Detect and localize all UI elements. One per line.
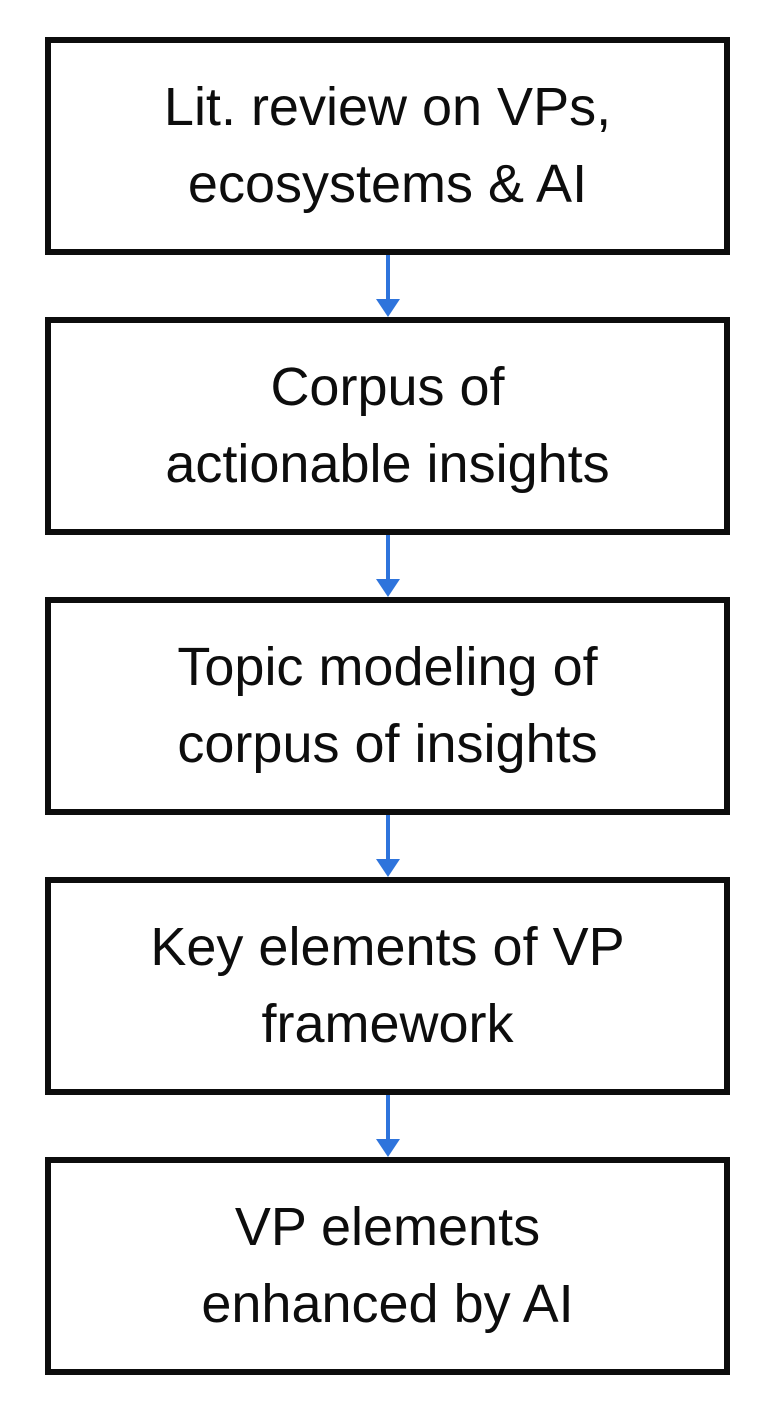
flow-step-lit-review: Lit. review on VPs, ecosystems & AI — [45, 37, 730, 255]
flow-step-label-line: Lit. review on VPs, — [163, 77, 612, 138]
flow-step-label-line: Key elements of VP — [150, 917, 625, 978]
flow-step-label-line: Topic modeling of — [177, 637, 598, 698]
arrow-down-icon — [375, 535, 400, 597]
flow-step-label-line: actionable insights — [165, 434, 610, 494]
flow-step-corpus: Corpus of actionable insights — [45, 317, 730, 535]
flow-step-key-elements: Key elements of VP framework — [45, 877, 730, 1095]
flow-step-label-line: VP elements — [234, 1197, 541, 1258]
arrow-down-icon — [375, 815, 400, 877]
arrow-down-icon — [375, 255, 400, 317]
flow-step-vp-enhanced: VP elements enhanced by AI — [45, 1157, 730, 1375]
flow-connector — [371, 815, 405, 877]
flow-step-label-line: enhanced by AI — [201, 1274, 574, 1334]
flow-connector — [371, 1095, 405, 1157]
arrow-down-icon — [375, 1095, 400, 1157]
flow-step-label-line: ecosystems & AI — [187, 154, 588, 214]
flow-step-label-line: framework — [261, 994, 514, 1054]
flow-step-label-line: corpus of insights — [177, 714, 598, 774]
flow-step-topic-modeling: Topic modeling of corpus of insights — [45, 597, 730, 815]
flow-step-label-line: Corpus of — [270, 357, 505, 418]
flow-connector — [371, 255, 405, 317]
flow-connector — [371, 535, 405, 597]
